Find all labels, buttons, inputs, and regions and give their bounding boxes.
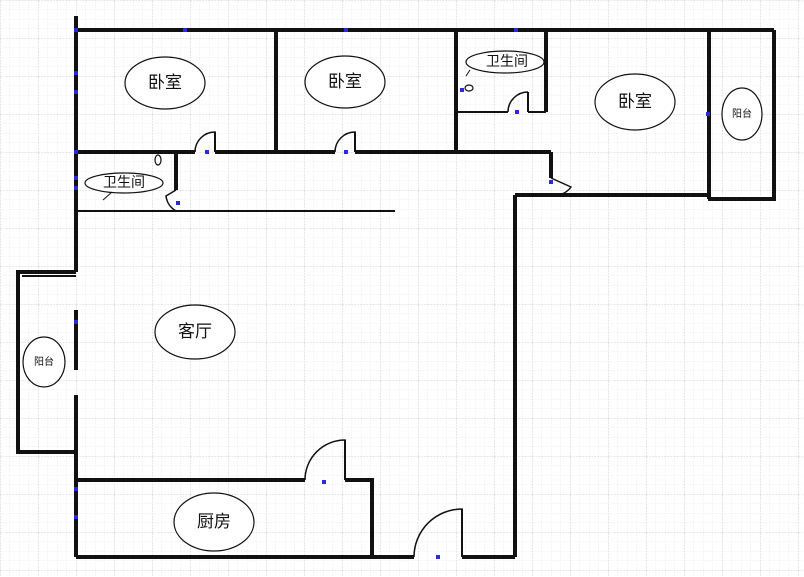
toilet-icon (154, 84, 474, 166)
room-kitchen: 厨房 (173, 492, 255, 552)
bathroom-left-label: 卫生间 (103, 175, 145, 191)
bedroom-3-label: 卧室 (618, 92, 652, 112)
bathroom-top-label: 卫生间 (486, 54, 528, 70)
selection-markers (74, 28, 710, 559)
doors (75, 91, 710, 558)
balcony-left-label: 阳台 (34, 355, 54, 368)
bedroom-1-label: 卧室 (148, 73, 182, 93)
room-bedroom-2: 卧室 (304, 55, 386, 109)
room-bedroom-3: 卧室 (594, 73, 676, 131)
kitchen-label: 厨房 (197, 512, 231, 532)
bedroom-2-label: 卧室 (328, 72, 362, 92)
room-living-room: 客厅 (154, 304, 236, 360)
room-bedroom-1: 卧室 (124, 56, 206, 110)
walls (16, 16, 776, 559)
living-room-label: 客厅 (178, 322, 212, 342)
room-balcony-left: 阳台 (22, 336, 66, 388)
room-bathroom-left: 卫生间 (84, 172, 164, 201)
room-balcony-right: 阳台 (721, 87, 763, 141)
room-bathroom-top: 卫生间 (465, 50, 545, 77)
balcony-right-label: 阳台 (732, 107, 752, 120)
